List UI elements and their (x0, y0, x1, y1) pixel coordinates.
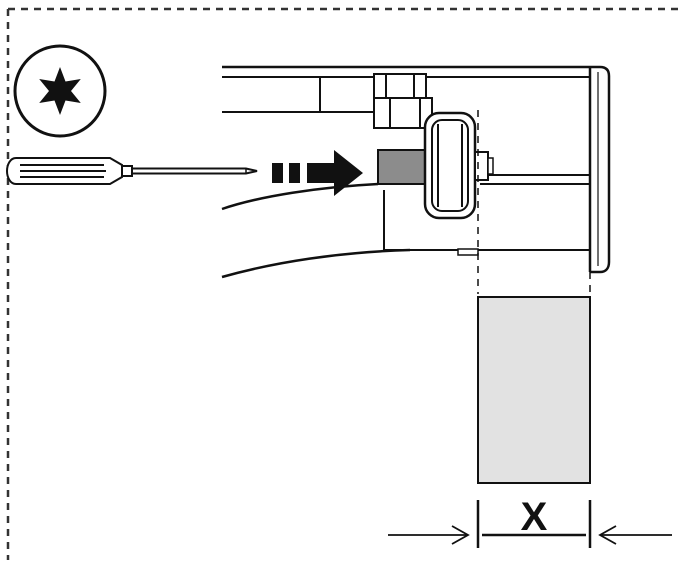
dimension-x (388, 500, 672, 548)
assembly-body (221, 65, 611, 279)
screwdriver-icon (5, 157, 258, 185)
arrow-right-icon (272, 150, 363, 196)
alignment-guides (477, 110, 591, 294)
screw-bolt (377, 111, 494, 220)
dashed-frame (6, 7, 682, 560)
dimension-label: X (521, 495, 548, 539)
torx-star-icon (13, 44, 107, 138)
spacer-block (477, 296, 591, 484)
